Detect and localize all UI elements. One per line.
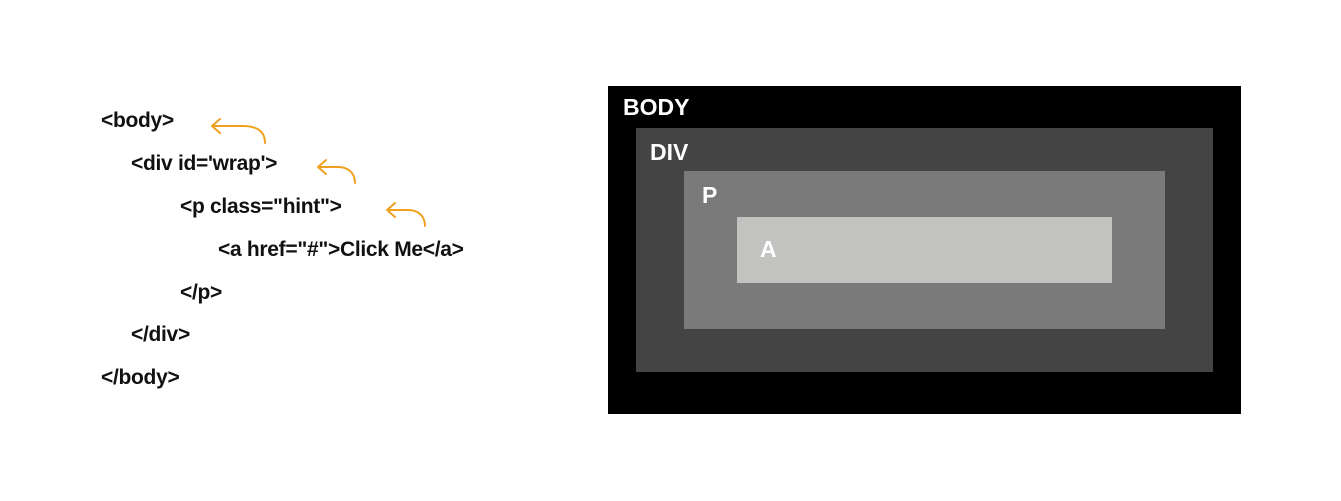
curved-arrow-left-icon [317, 159, 356, 184]
code-line-div-open: <div id='wrap'> [131, 152, 278, 175]
body-box: BODY DIV P A [608, 86, 1241, 414]
code-line-p-close: </p> [180, 281, 222, 304]
code-line-body-open: <body> [101, 109, 174, 132]
p-box: P A [684, 171, 1165, 329]
curved-arrow-left-icon [211, 118, 266, 144]
code-line-anchor: <a href="#">Click Me</a> [218, 238, 464, 261]
div-box: DIV P A [636, 128, 1213, 372]
a-box-label: A [760, 236, 777, 262]
p-box-label: P [702, 182, 718, 208]
curved-arrow-left-icon [386, 202, 426, 227]
code-line-p-open: <p class="hint"> [180, 195, 342, 218]
div-box-label: DIV [650, 139, 689, 165]
a-box[interactable]: A [737, 217, 1112, 283]
code-line-body-close: </body> [101, 366, 180, 389]
code-line-div-close: </div> [131, 323, 190, 346]
code-panel: <body> <div id='wrap'> <p class="hint"> … [0, 0, 600, 501]
body-box-label: BODY [623, 94, 690, 120]
